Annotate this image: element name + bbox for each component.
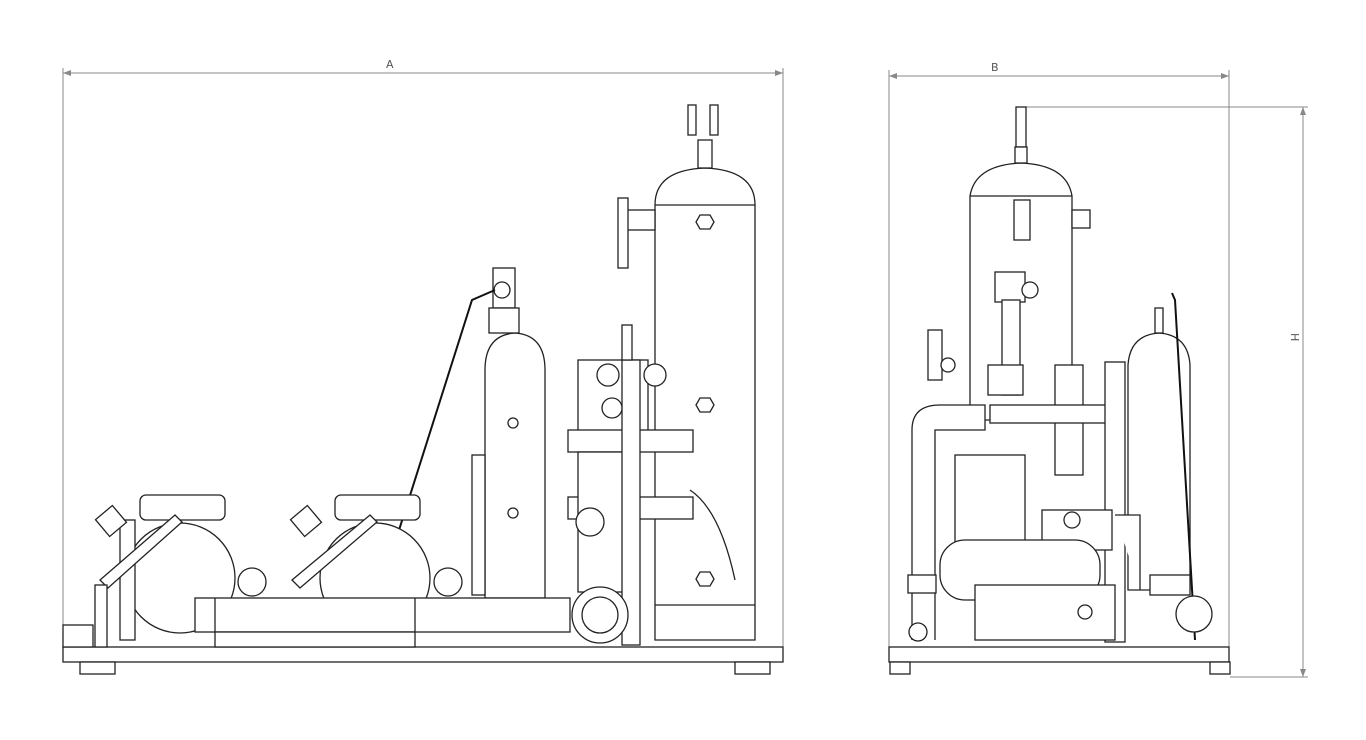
dimension-b-label: B (991, 61, 999, 74)
side-compressor (907, 329, 1191, 642)
liquid-line-assembly (567, 324, 694, 646)
dimension-a-label: A (386, 58, 394, 71)
compressor-1 (94, 494, 267, 648)
side-receiver-tank (969, 106, 1126, 643)
dimension-h-label: H (1288, 333, 1301, 341)
side-accumulator (1127, 292, 1213, 641)
side-base-frame (888, 646, 1231, 675)
front-view: A (62, 58, 784, 675)
dimension-a: A (62, 58, 784, 650)
dimension-h: H (1022, 106, 1308, 678)
accumulator (379, 267, 546, 599)
side-view: B H (888, 61, 1308, 678)
receiver-tank (617, 104, 756, 641)
base-frame (62, 624, 784, 675)
suction-header (194, 586, 629, 648)
dimension-b: B (888, 61, 1230, 650)
